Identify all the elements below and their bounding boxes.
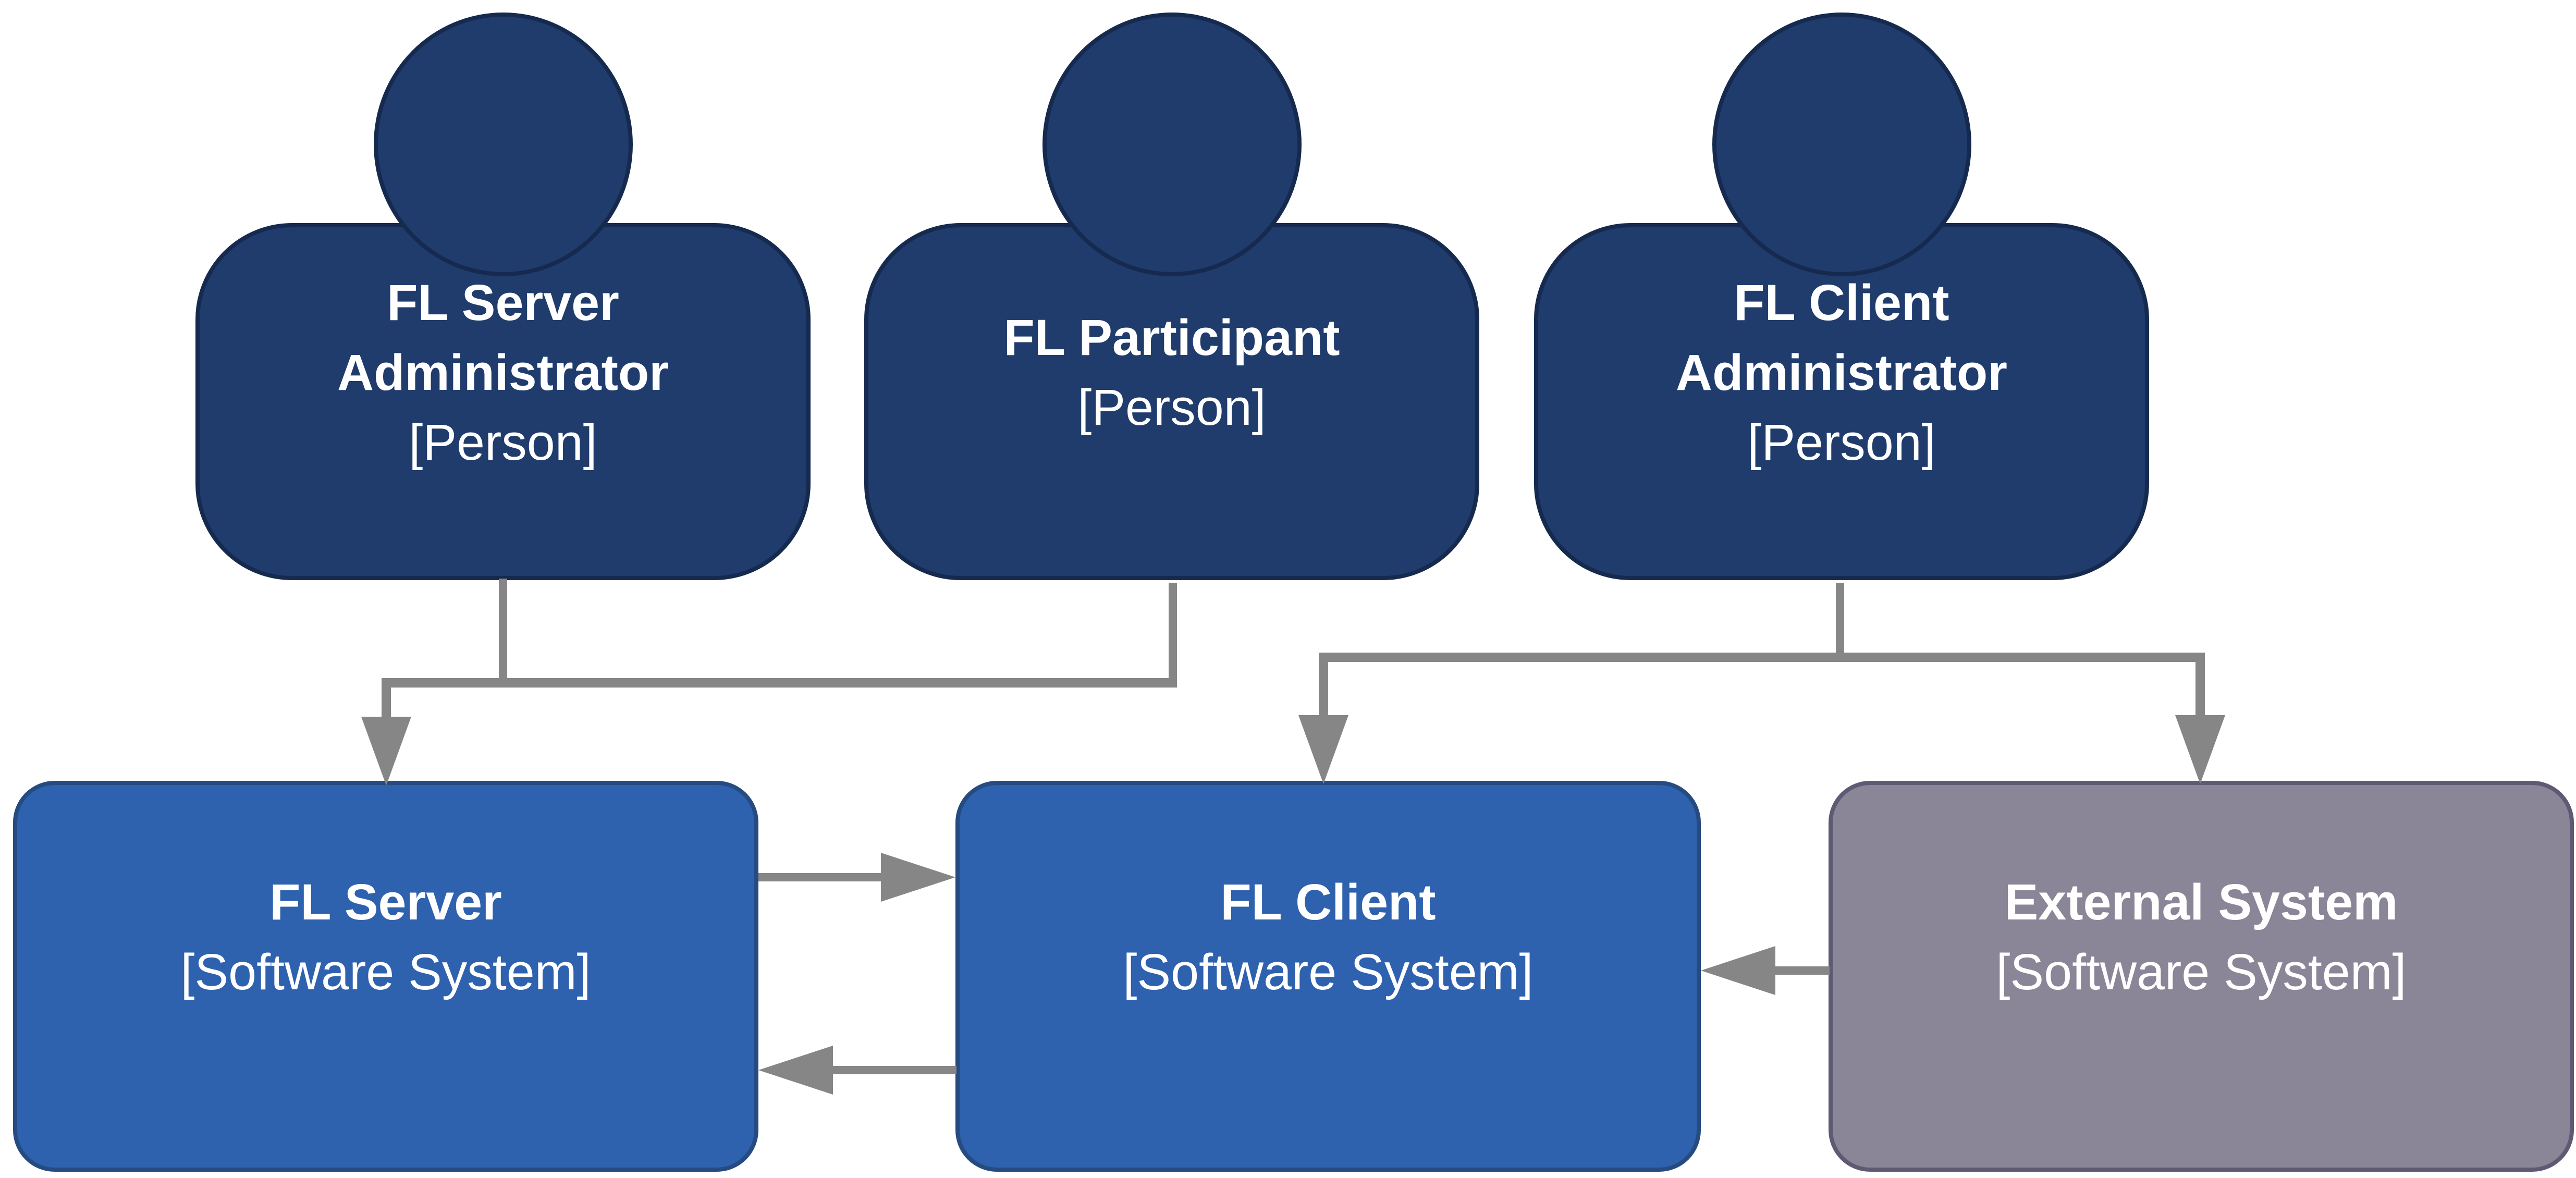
edge-fl-server-admin-down (499, 579, 507, 680)
system-fl-client: FL Client [Software System] (955, 781, 1701, 1172)
system-type: [Software System] (1123, 943, 1534, 1000)
edge-fl-participant-down (1169, 583, 1177, 680)
person-head-icon (1042, 13, 1302, 276)
person-body: FL Server Administrator [Person] (195, 223, 811, 580)
person-name: FL Server Administrator (337, 274, 669, 401)
arrowhead-into-fl-server (361, 717, 411, 786)
arrowhead-into-external-system (2175, 715, 2225, 784)
edge-right-bus-drop-left (1319, 662, 1328, 715)
arrowhead-external-to-fl-client (1701, 946, 1775, 995)
edge-right-bus-drop-right (2195, 662, 2205, 715)
system-type: [Software System] (1996, 943, 2407, 1000)
person-type: [Person] (1077, 378, 1266, 436)
system-name: FL Client (1220, 874, 1436, 930)
edge-external-to-fl-client (1774, 966, 1830, 975)
person-head-icon (1712, 13, 1971, 276)
person-name: FL Client Administrator (1676, 274, 2007, 401)
system-external-system: External System [Software System] (1829, 781, 2574, 1172)
person-body: FL Participant [Person] (864, 223, 1479, 580)
arrowhead-into-fl-client-top (1298, 715, 1348, 784)
arrowhead-fl-server-to-fl-client (881, 853, 955, 902)
person-type: [Person] (409, 413, 597, 471)
person-name: FL Participant (1003, 309, 1340, 366)
edge-right-bus (1319, 653, 2205, 662)
person-type: [Person] (1747, 413, 1936, 471)
edge-fl-client-to-fl-server (833, 1066, 956, 1074)
edge-left-bus (382, 678, 1177, 688)
arrowhead-fl-client-to-fl-server (758, 1046, 833, 1095)
system-type: [Software System] (180, 943, 591, 1000)
system-name: External System (2004, 874, 2398, 930)
edge-fl-server-to-fl-client (758, 873, 882, 881)
system-fl-server: FL Server [Software System] (13, 781, 758, 1172)
system-name: FL Server (269, 874, 502, 930)
person-body: FL Client Administrator [Person] (1534, 223, 2149, 580)
edge-left-bus-drop (382, 688, 391, 720)
edge-fl-client-admin-down (1836, 583, 1844, 654)
person-head-icon (374, 13, 633, 276)
